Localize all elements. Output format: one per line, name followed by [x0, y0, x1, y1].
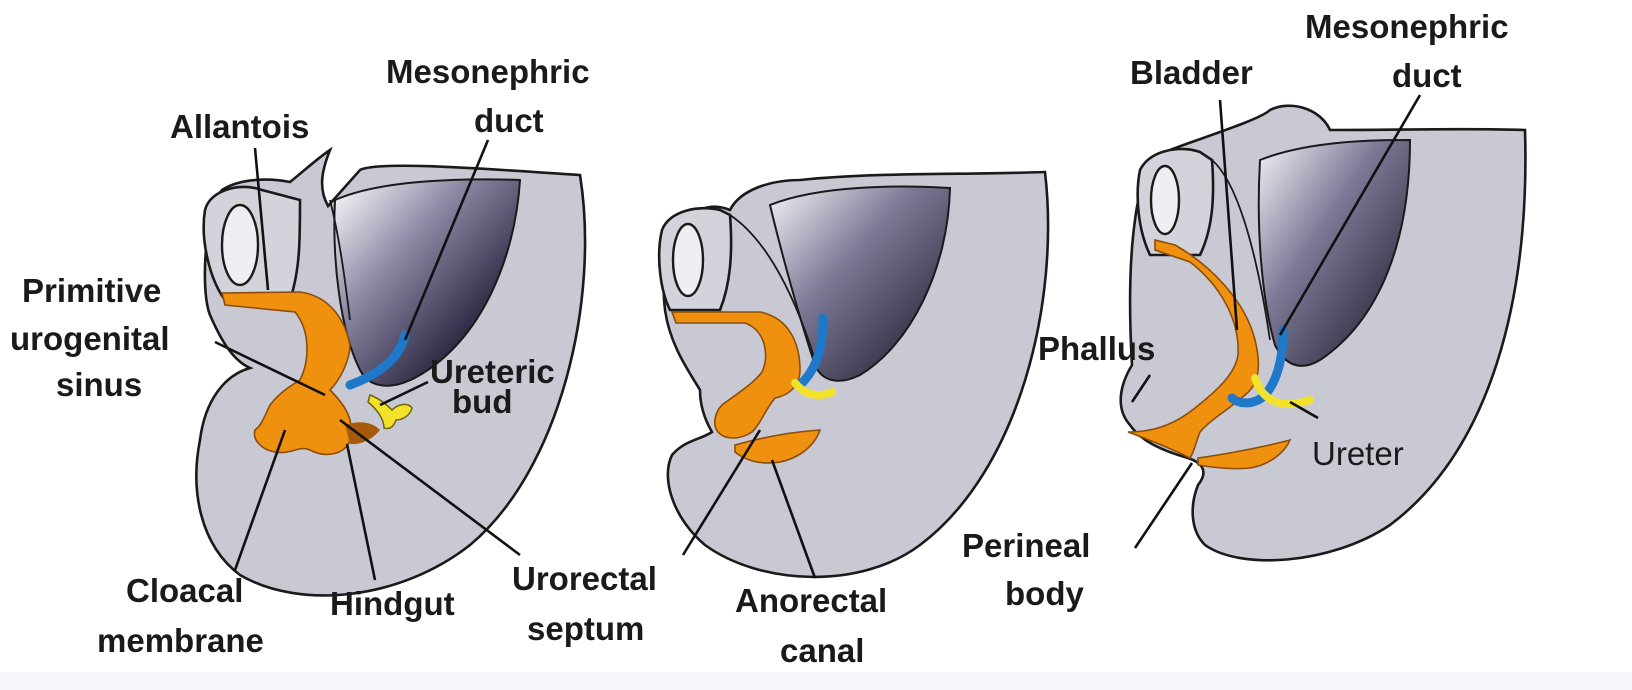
label-ureter: Ureter [1312, 435, 1404, 472]
stage-3-embryo [1121, 106, 1526, 561]
label-bladder: Bladder [1130, 54, 1253, 91]
label-perineal-1: Perineal [962, 527, 1090, 564]
label-mesonephric-duct-1b: duct [474, 102, 544, 139]
label-mesonephric-duct-1a: Mesonephric [386, 53, 590, 90]
label-mesonephric-duct-3a: Mesonephric [1305, 8, 1509, 45]
label-cloacal-1: Cloacal [126, 572, 243, 609]
label-ureteric-bud-2: bud [452, 383, 512, 420]
stage-1-allantois-opening [222, 205, 258, 285]
label-urorectal-2: septum [527, 610, 644, 647]
label-anorectal-1: Anorectal [735, 582, 887, 619]
label-phallus: Phallus [1038, 330, 1155, 367]
label-allantois: Allantois [170, 108, 309, 145]
bottom-band [0, 672, 1632, 690]
label-hindgut: Hindgut [330, 585, 455, 622]
label-anorectal-2: canal [780, 632, 864, 669]
label-primitive-3: sinus [56, 366, 142, 403]
stage-2-allantois-opening [673, 224, 703, 296]
label-urorectal-1: Urorectal [512, 560, 657, 597]
stage-2-embryo [659, 172, 1048, 577]
label-mesonephric-duct-3b: duct [1392, 57, 1462, 94]
stage-3-allantois-opening [1151, 166, 1179, 234]
label-cloacal-2: membrane [97, 622, 264, 659]
label-perineal-2: body [1005, 575, 1084, 612]
label-primitive-2: urogenital [10, 320, 170, 357]
label-primitive-1: Primitive [22, 272, 161, 309]
